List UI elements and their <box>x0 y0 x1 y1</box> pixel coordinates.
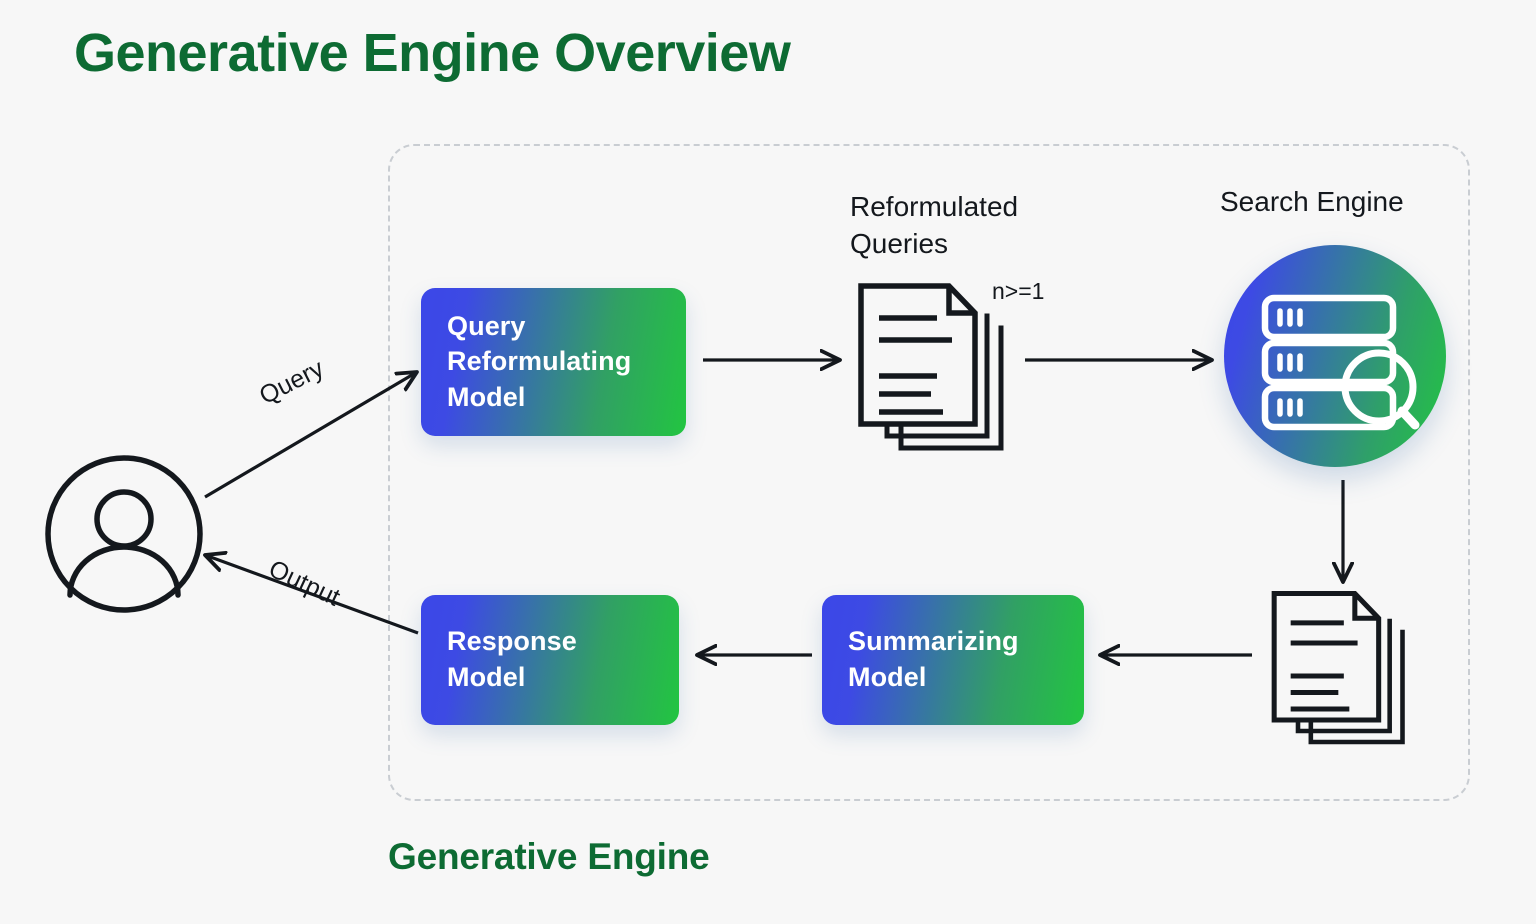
node-label-search-engine: Search Engine <box>1220 186 1404 217</box>
node-label: Query Reformulating Model <box>447 310 632 412</box>
database-search-icon <box>1261 294 1420 431</box>
node-search-engine[interactable] <box>1224 245 1446 467</box>
document-stack-icon <box>855 280 1015 460</box>
node-label-reformulated-queries: Reformulated Queries <box>850 191 1019 260</box>
annotation-n-count: n>=1 <box>992 278 1045 304</box>
edge-label-output: Output <box>264 554 345 612</box>
document-stack-icon <box>1262 588 1422 753</box>
page-title: Generative Engine Overview <box>74 23 791 83</box>
node-label: Summarizing Model <box>848 626 1019 692</box>
user-avatar-icon <box>45 455 203 613</box>
generative-engine-caption: Generative Engine <box>388 836 710 877</box>
node-summarizing-model[interactable]: Summarizing Model <box>822 595 1084 725</box>
edge-label-query: Query <box>254 354 329 411</box>
node-label: Response Model <box>447 626 577 692</box>
node-query-reformulating-model[interactable]: Query Reformulating Model <box>421 288 686 436</box>
node-response-model[interactable]: Response Model <box>421 595 679 725</box>
edge-user-to-query-reformulating <box>204 372 417 499</box>
